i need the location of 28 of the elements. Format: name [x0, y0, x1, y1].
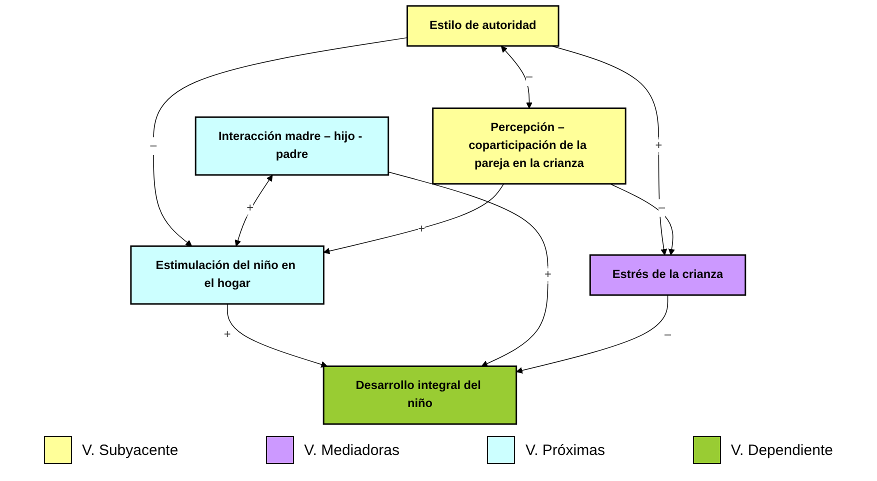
edge-label: +: [246, 202, 254, 214]
arrow: [235, 174, 274, 246]
node-box: Estimulación del niño en el hogar: [130, 245, 325, 305]
arrow: [153, 37, 408, 246]
legend-text: V. Mediadoras: [304, 442, 400, 458]
edge-label: +: [544, 268, 552, 281]
arrow: [516, 294, 668, 374]
arrow: [610, 183, 676, 256]
node-box: Percepción – coparticipación de la pareja en la crianza: [432, 108, 627, 185]
arrow: [388, 172, 549, 367]
edge-label: –: [150, 139, 158, 152]
arrow: [501, 46, 533, 109]
arrow: [227, 304, 328, 368]
edge-label: +: [224, 328, 232, 342]
edge-label: –: [526, 70, 533, 84]
legend-text: V. Próximas: [525, 442, 605, 458]
edge-label: –: [658, 201, 666, 214]
node-box: Desarrollo integral del niño: [323, 365, 518, 425]
node-box: Estrés de la crianza: [590, 254, 746, 296]
node-box: Interacción madre – hijo - padre: [195, 116, 390, 176]
edge-label: –: [664, 328, 672, 342]
node-box: Estilo de autoridad: [406, 5, 560, 47]
legend-text: V. Subyacente: [82, 442, 178, 458]
edge-label: +: [418, 222, 426, 236]
arrow: [324, 183, 505, 254]
edge-label: +: [656, 139, 662, 152]
arrow: [552, 46, 668, 256]
legend-text: V. Dependiente: [730, 442, 833, 458]
